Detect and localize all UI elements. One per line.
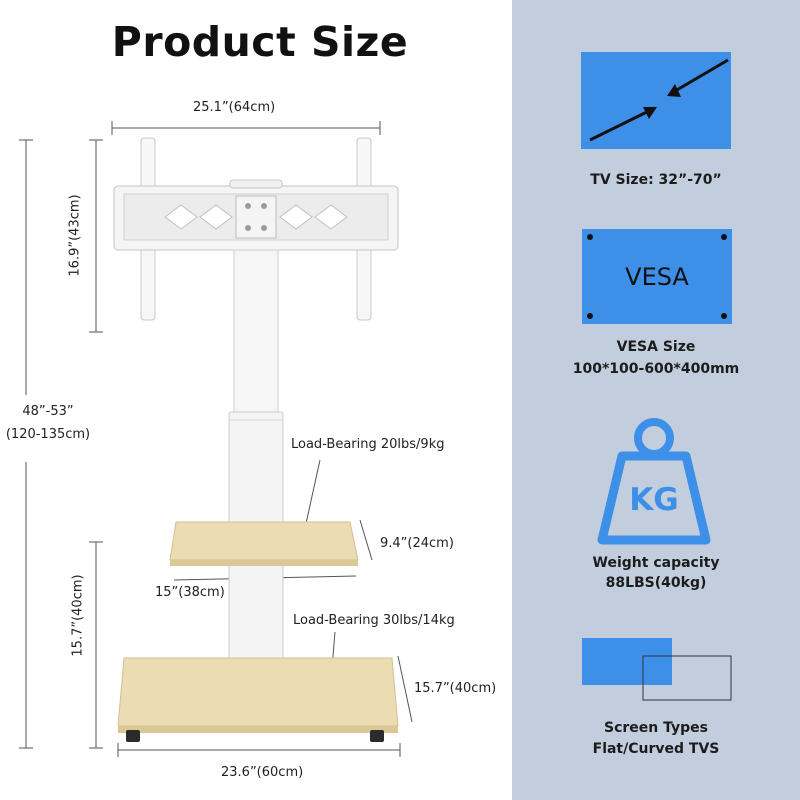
base-width-label: 23.6”(60cm) [221, 765, 304, 780]
dimension-lines [19, 121, 413, 757]
caster-wheel-icon [370, 730, 384, 742]
lower-height-label: 15.7”(40cm) [70, 574, 86, 657]
base-load-label: Load-Bearing 30lbs/14kg [293, 613, 455, 628]
screen-types-label: Screen Types [604, 720, 708, 736]
page-title: Product Size [111, 18, 409, 66]
top-width-label: 25.1”(64cm) [193, 100, 276, 115]
screen-types-value: Flat/Curved TVS [592, 741, 720, 757]
weight-capacity-label: Weight capacity [592, 555, 720, 571]
shelf-width-label: 15”(38cm) [155, 585, 225, 600]
bracket-height-label: 16.9”(43cm) [67, 194, 83, 277]
total-height-cm-label: (120-135cm) [5, 427, 91, 442]
weight-capacity-value: 88LBS(40kg) [605, 575, 707, 591]
tv-stand-illustration [19, 121, 413, 757]
vesa-size-label: VESA Size [616, 339, 696, 355]
base-board [117, 657, 399, 742]
total-height-label: 48”-53” [22, 404, 74, 419]
vesa-icon-text: VESA [625, 262, 689, 291]
shelf-load-label: Load-Bearing 20lbs/9kg [291, 437, 445, 452]
vesa-size-value: 100*100-600*400mm [572, 361, 740, 377]
middle-shelf [169, 521, 359, 566]
center-column [228, 249, 284, 673]
weight-icon-text: KG [629, 482, 679, 518]
base-depth-label: 15.7”(40cm) [414, 681, 497, 696]
shelf-depth-label: 9.4”(24cm) [380, 536, 454, 551]
tv-size-label: TV Size: 32”-70” [590, 172, 722, 188]
caster-wheel-icon [126, 730, 140, 742]
